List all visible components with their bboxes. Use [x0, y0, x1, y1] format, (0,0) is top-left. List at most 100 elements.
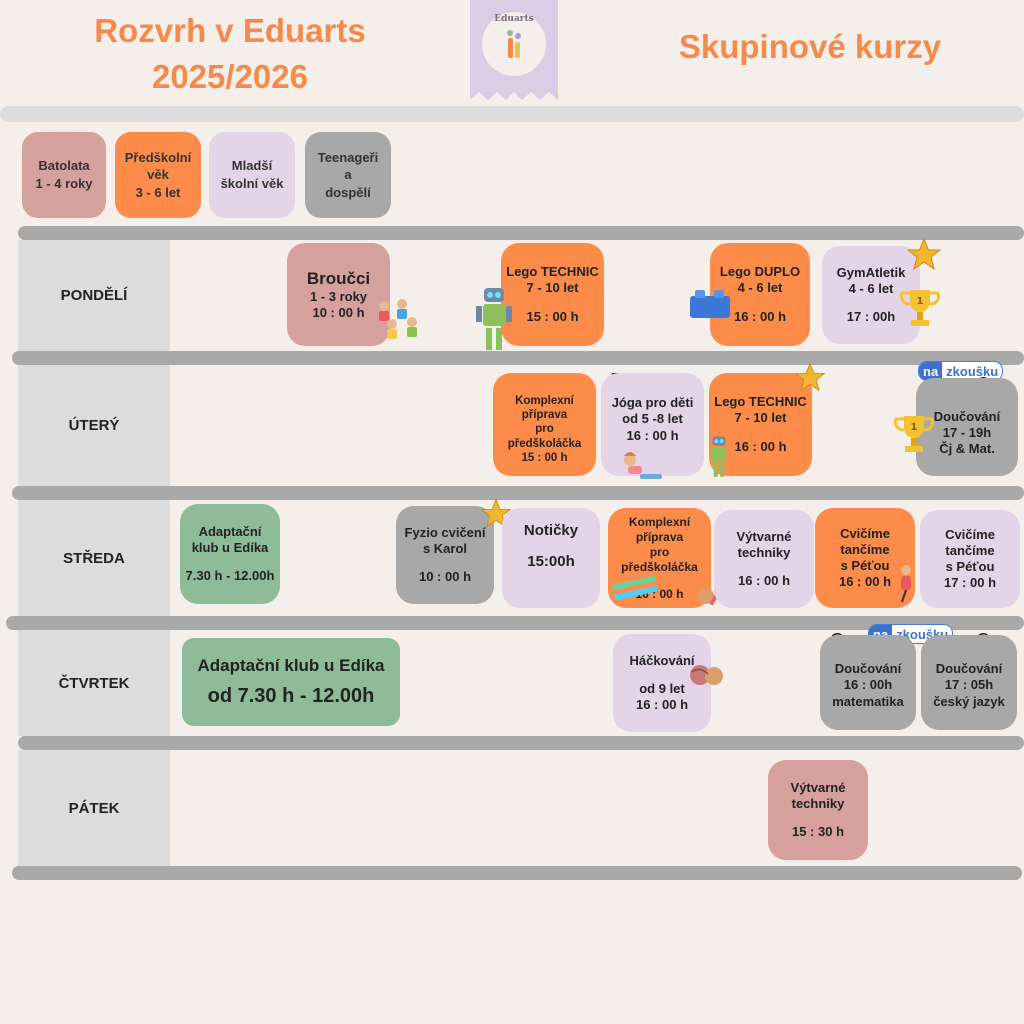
page-title: Rozvrh v Eduarts 2025/2026 [60, 8, 400, 100]
course-title: příprava [635, 529, 684, 544]
legend-text: 1 - 4 roky [35, 176, 93, 191]
course-title: Cvičíme [945, 526, 995, 542]
course-time: 16 : 00 h [838, 574, 892, 590]
course-adaptacni-thu[interactable]: Adaptační klub u Edíka od 7.30 h - 12.00… [182, 638, 400, 726]
course-age: 4 - 6 let [737, 280, 783, 296]
course-title: Cvičíme [840, 525, 890, 541]
course-title: klub u Edíka [191, 539, 269, 555]
course-title: Komplexní [515, 394, 574, 407]
course-title: s Péťou [840, 558, 890, 573]
legend-text: a [344, 167, 352, 183]
course-title: Lego TECHNIC [714, 394, 807, 410]
course-fyzio[interactable]: Fyzio cvičení s Karol 10 : 00 h [396, 506, 494, 604]
children-icon [379, 299, 417, 339]
course-time: 7.30 h - 12.00h [185, 568, 275, 584]
course-title: Výtvarné [790, 779, 846, 795]
course-time: 17 : 00 h [943, 575, 997, 591]
lego-brick-icon [690, 290, 730, 318]
course-subject: Čj & Mat. [939, 441, 995, 457]
course-gymatletik[interactable]: GymAtletik 4 - 6 let 17 : 00h [822, 246, 920, 344]
day-label-friday: PÁTEK [18, 750, 170, 866]
pencils-icon [612, 575, 658, 601]
course-lego-technic-mon[interactable]: Lego TECHNIC 7 - 10 let 15 : 00 h [501, 243, 604, 346]
yoga-girl-icon [624, 452, 662, 479]
course-lego-duplo[interactable]: Lego DUPLO 4 - 6 let 16 : 00 h [710, 243, 810, 346]
badge-na: na [919, 362, 943, 380]
course-time: 10 : 00 h [418, 569, 472, 585]
trial-badge: na zkoušku [918, 361, 1004, 381]
row-divider [18, 226, 1024, 240]
legend-text: školní věk [220, 176, 284, 191]
course-cvicime-17[interactable]: Cvičíme tančíme s Péťou 17 : 00 h [920, 510, 1020, 608]
course-time: 17 : 05h [944, 677, 994, 693]
course-komplexni-tue[interactable]: Komplexní příprava pro předškoláčka 15 :… [493, 373, 596, 476]
course-title: Adaptační klub u Edíka [197, 655, 385, 675]
course-title: techniky [791, 795, 845, 811]
course-title: Notičky [523, 522, 579, 539]
course-age: 7 - 10 let [526, 280, 579, 296]
svg-text:1: 1 [911, 422, 918, 433]
legend-text: Teenageři [317, 149, 379, 165]
trophy-icon: 1 [893, 416, 935, 452]
course-vytvarne-wed[interactable]: Výtvarné techniky 16 : 00 h [714, 510, 814, 608]
course-title: Broučci [306, 268, 371, 288]
course-time: 16 : 00 h [734, 438, 787, 454]
course-title: Výtvarné [736, 528, 792, 544]
course-doucovani-tue[interactable]: Doučování 17 - 19h Čj & Mat. [916, 378, 1018, 476]
course-time: 15 : 30 h [791, 824, 845, 840]
course-title: Doučování [935, 661, 1003, 677]
course-time: 16 : 00 h [635, 697, 689, 713]
course-time: 17 - 19h [942, 424, 992, 440]
course-title: s Karol [422, 540, 468, 556]
course-joga[interactable]: Jóga pro děti od 5 -8 let 16 : 00 h [601, 373, 704, 476]
course-time: 17 : 00h [846, 309, 896, 325]
course-time: 15 : 00 h [526, 308, 579, 324]
course-title: Fyzio cvičení [404, 524, 486, 540]
course-title: Adaptační [198, 523, 262, 539]
course-vytvarne-fri[interactable]: Výtvarné techniky 15 : 30 h [768, 760, 868, 860]
course-time: 16 : 00 h [733, 308, 787, 324]
course-komplexni-wed[interactable]: Komplexní příprava pro předškoláčka 16 :… [608, 508, 711, 608]
course-noticky[interactable]: Notičky 15:00h [502, 508, 600, 608]
course-title: s Péťou [945, 559, 995, 574]
course-age: 7 - 10 let [734, 410, 787, 426]
course-title: pro předškoláčka [507, 423, 582, 450]
course-age: 1 - 3 roky [309, 288, 368, 304]
course-doucovani-mat[interactable]: Doučování 16 : 00h matematika [820, 635, 916, 730]
course-time: 16 : 00 h [737, 573, 791, 589]
course-adaptacni-wed[interactable]: Adaptační klub u Edíka 7.30 h - 12.00h [180, 504, 280, 604]
star-icon [906, 237, 942, 271]
row-divider [12, 351, 1024, 365]
course-title: tančíme [840, 541, 890, 557]
course-age: od 9 let [639, 680, 685, 696]
course-time: 16 : 00 h [626, 427, 679, 443]
day-label-wednesday: STŘEDA [18, 500, 170, 616]
course-cvicime-16[interactable]: Cvičíme tančíme s Péťou 16 : 00 h [815, 508, 915, 608]
legend-text: Batolata [38, 158, 90, 174]
course-lego-technic-tue[interactable]: Lego TECHNIC 7 - 10 let 16 : 00 h [709, 373, 812, 476]
trophy-icon: 1 [899, 290, 941, 326]
svg-text:1: 1 [917, 296, 924, 307]
course-time: od 7.30 h - 12.00h [207, 685, 375, 708]
legend-text: dospělí [325, 184, 371, 200]
course-time: 15:00h [527, 552, 575, 570]
logo-text: Eduarts [494, 14, 534, 24]
badge-zkousku: zkoušku [946, 363, 999, 379]
legend-text: 3 - 6 let [135, 184, 181, 200]
course-doucovani-cj[interactable]: Doučování 17 : 05h český jazyk [921, 635, 1017, 730]
divider [0, 106, 1024, 122]
day-label-monday: PONDĚLÍ [18, 240, 170, 351]
page-subtitle: Skupinové kurzy [678, 28, 942, 65]
course-title: Doučování [834, 661, 902, 677]
day-label-thursday: ČTVRTEK [18, 630, 170, 736]
course-time: 15 : 00 h [521, 452, 568, 465]
course-broucci[interactable]: Broučci 1 - 3 roky 10 : 00 h [287, 243, 390, 346]
legend-text: věk [147, 167, 169, 183]
star-icon [794, 362, 826, 392]
course-title: Háčkování [629, 652, 695, 668]
course-title: Doučování [933, 408, 1001, 424]
course-title: techniky [737, 544, 791, 560]
yarn-icon [690, 665, 723, 685]
course-title: pro předškoláčka [621, 544, 698, 574]
